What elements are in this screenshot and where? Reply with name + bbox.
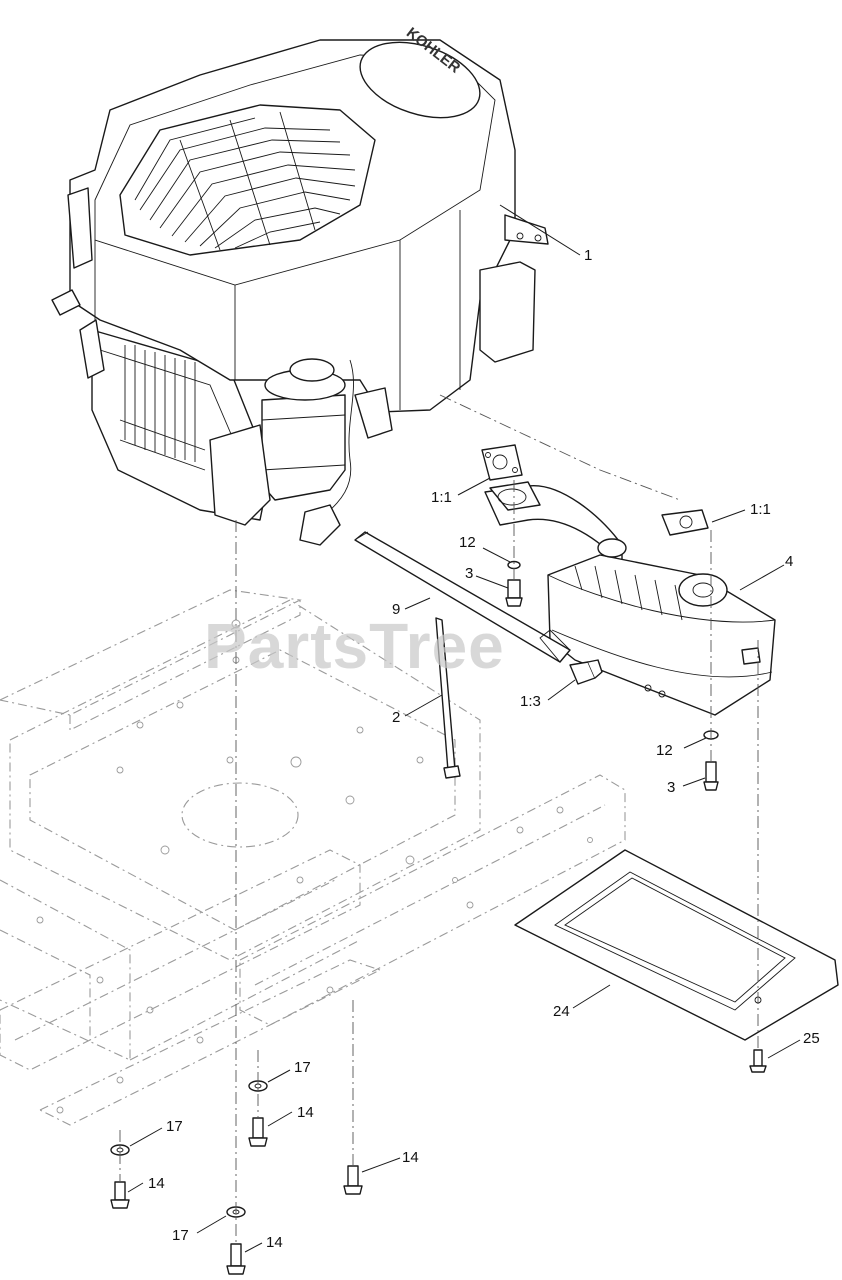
exhaust-cap-1-3: [569, 659, 603, 685]
callout-labels: 1 1:1 1:1 12 3 4 9 2 1:3 12 3 24 25 17 1…: [148, 247, 820, 1251]
block-cooling-fins: [124, 345, 196, 462]
callout-1-1-left: 1:1: [431, 489, 452, 506]
callout-9: 9: [392, 601, 400, 618]
tube-9: [354, 531, 571, 663]
callout-14-c: 14: [402, 1149, 419, 1166]
bolt-14-c: [343, 1165, 363, 1195]
exhaust-gasket-left: [481, 444, 523, 481]
callout-25: 25: [803, 1030, 820, 1047]
frame-holes: [36, 619, 593, 1114]
callout-12-lower: 12: [656, 742, 673, 759]
callout-12-upper: 12: [459, 534, 476, 551]
callout-1-1-right: 1:1: [750, 501, 771, 518]
muffler-assembly: [484, 481, 776, 716]
cable-tie-2: [435, 617, 461, 779]
muffler-ribs: [574, 565, 683, 621]
callout-14-d: 14: [266, 1234, 283, 1251]
exhaust-gasket-right: [661, 509, 709, 536]
callout-1: 1: [584, 247, 592, 264]
alignment-centerlines: [119, 394, 759, 1245]
callout-2: 2: [392, 709, 400, 726]
callout-4: 4: [785, 553, 793, 570]
callout-14-b: 14: [148, 1175, 165, 1192]
heat-shield-plate: [514, 849, 839, 1041]
leader-lines: [127, 204, 801, 1253]
callout-1-3: 1:3: [520, 693, 541, 710]
callout-17-a: 17: [294, 1059, 311, 1076]
starter-motor: [261, 358, 346, 501]
bolt-14-b: [110, 1181, 130, 1209]
frame-chassis-phantom: [0, 589, 626, 1126]
bolt-25: [749, 1049, 767, 1073]
engine-assembly: KOHLER: [51, 24, 549, 546]
bolt-14-d: [226, 1243, 246, 1275]
callout-3-lower: 3: [667, 779, 675, 796]
callout-17-c: 17: [172, 1227, 189, 1244]
bolt-3-lower: [703, 761, 719, 791]
flywheel-grille: [119, 104, 376, 256]
callout-24: 24: [553, 1003, 570, 1020]
callout-17-b: 17: [166, 1118, 183, 1135]
watermark: PartsTree: [204, 610, 505, 682]
callout-14-a: 14: [297, 1104, 314, 1121]
callout-3-upper: 3: [465, 565, 473, 582]
bolt-3-upper: [505, 579, 523, 607]
bolt-14-a: [248, 1117, 268, 1147]
